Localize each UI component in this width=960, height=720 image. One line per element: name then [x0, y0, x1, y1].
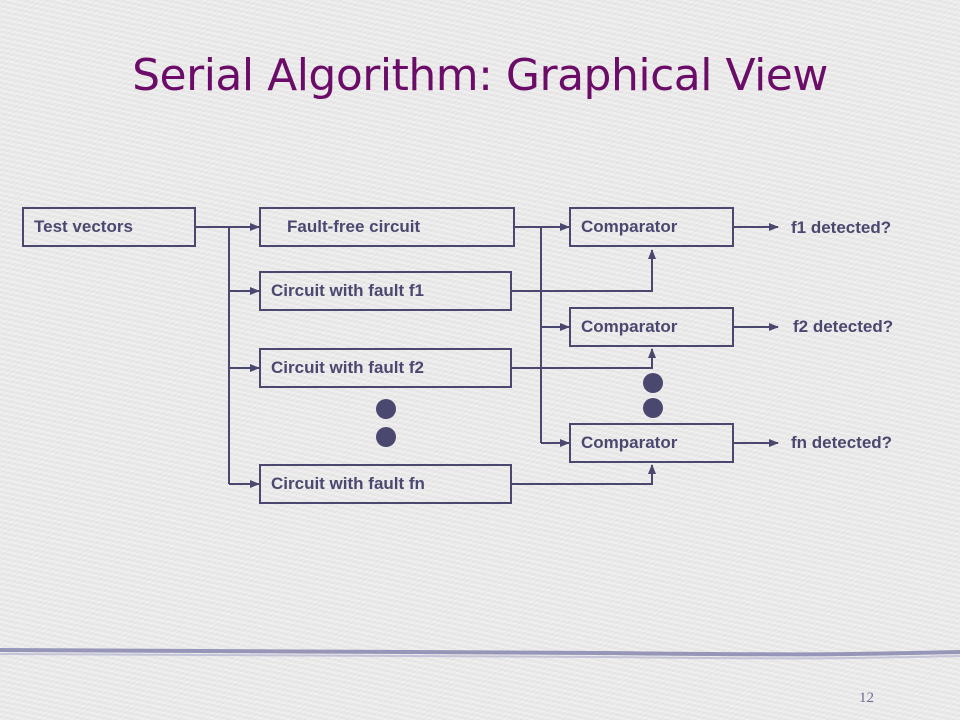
ellipsis-dot-comparators-1	[643, 373, 663, 393]
output-f2-detected: f2 detected?	[793, 317, 894, 336]
circuit-fault-f1-label: Circuit with fault f1	[271, 281, 424, 300]
circuit-fault-f1-box: Circuit with fault f1	[259, 271, 512, 311]
slide-title: Serial Algorithm: Graphical View	[132, 50, 828, 101]
fault-free-circuit-box: Fault-free circuit	[259, 207, 515, 247]
ellipsis-dot-circuits-1	[376, 399, 396, 419]
circuit-fault-f2-label: Circuit with fault f2	[271, 358, 424, 377]
circuit-fault-f2-box: Circuit with fault f2	[259, 348, 512, 388]
comparator-3-label: Comparator	[581, 433, 678, 452]
comparator-2-label: Comparator	[581, 317, 678, 336]
ellipsis-dot-circuits-2	[376, 427, 396, 447]
output-f1-detected: f1 detected?	[791, 218, 892, 237]
wire-f2-to-comparator	[512, 348, 656, 369]
fault-free-circuit-label: Fault-free circuit	[287, 217, 421, 236]
comparator-1-box: Comparator	[569, 207, 734, 247]
wire-fn-to-comparator	[512, 464, 656, 485]
comparator-1-label: Comparator	[581, 217, 678, 236]
output-fn-detected: fn detected?	[791, 433, 893, 452]
test-vectors-label: Test vectors	[34, 217, 133, 236]
circuit-fault-fn-box: Circuit with fault fn	[259, 464, 512, 504]
circuit-fault-fn-label: Circuit with fault fn	[271, 474, 425, 493]
decorative-rule	[0, 648, 960, 657]
ellipsis-dot-comparators-2	[643, 398, 663, 418]
comparator-3-box: Comparator	[569, 423, 734, 463]
test-vectors-box: Test vectors	[22, 207, 196, 247]
comparator-2-box: Comparator	[569, 307, 734, 347]
wire-f1-to-comparator	[512, 249, 656, 292]
page-number: 12	[859, 690, 874, 706]
